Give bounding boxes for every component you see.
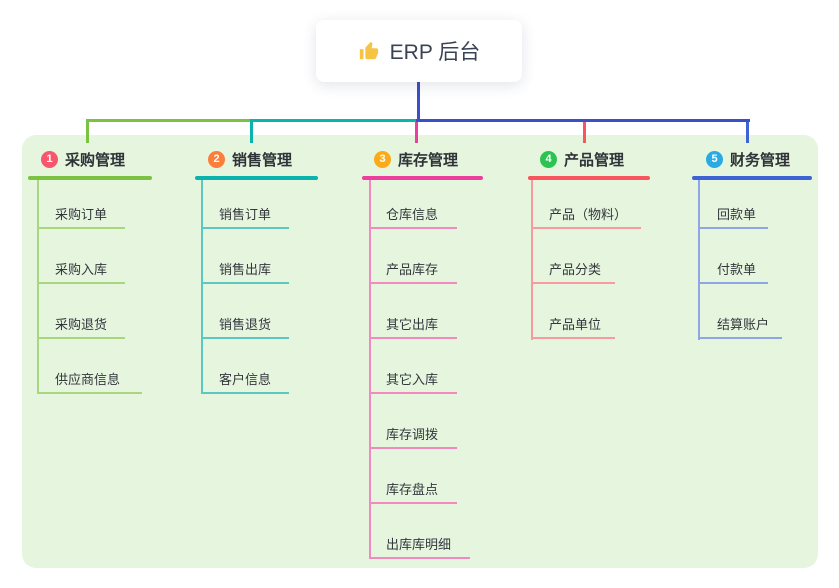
- child-underline: [201, 282, 289, 284]
- branch3-number-badge: 3: [374, 151, 391, 168]
- child-node[interactable]: 产品（物料）: [549, 207, 628, 222]
- child-node[interactable]: 出库库明细: [386, 537, 452, 552]
- child-underline: [201, 337, 289, 339]
- child-node[interactable]: 采购入库: [55, 262, 108, 277]
- drop-line-branch1: [86, 122, 89, 143]
- child-node[interactable]: 销售出库: [219, 262, 272, 277]
- child-underline: [531, 227, 641, 229]
- branch5-number-badge: 5: [706, 151, 723, 168]
- branch2-children-line: [201, 180, 203, 394]
- child-node[interactable]: 产品分类: [549, 262, 602, 277]
- root-node[interactable]: ERP 后台: [316, 20, 522, 82]
- child-underline: [37, 282, 125, 284]
- branch2-underline: [195, 176, 318, 180]
- child-node[interactable]: 回款单: [717, 207, 757, 222]
- root-title: ERP 后台: [389, 41, 481, 64]
- child-underline: [369, 557, 470, 559]
- branch1-children-line: [37, 180, 39, 394]
- child-node[interactable]: 结算账户: [717, 317, 770, 332]
- branch4-number-badge: 4: [540, 151, 557, 168]
- branch5-title[interactable]: 财务管理: [730, 152, 791, 169]
- bus-segment-branch2: [250, 119, 418, 122]
- thumbs-up-icon: [359, 41, 378, 60]
- branch3-title[interactable]: 库存管理: [398, 152, 459, 169]
- child-node[interactable]: 其它出库: [386, 317, 439, 332]
- branch5-children-line: [698, 180, 700, 340]
- drop-line-branch2: [250, 122, 253, 143]
- child-underline: [37, 392, 142, 394]
- child-underline: [369, 227, 457, 229]
- branch3-underline: [362, 176, 483, 180]
- child-node[interactable]: 产品单位: [549, 317, 602, 332]
- child-node[interactable]: 库存盘点: [386, 482, 439, 497]
- drop-line-branch4: [583, 122, 586, 143]
- child-node[interactable]: 采购退货: [55, 317, 108, 332]
- branch5-underline: [692, 176, 812, 180]
- child-underline: [531, 282, 615, 284]
- child-node[interactable]: 销售退货: [219, 317, 272, 332]
- child-underline: [369, 447, 457, 449]
- drop-line-branch5: [746, 122, 749, 143]
- child-underline: [698, 337, 782, 339]
- branch3-children-line: [369, 180, 371, 559]
- branch4-children-line: [531, 180, 533, 340]
- branch1-title[interactable]: 采购管理: [65, 152, 126, 169]
- branch2-number-badge: 2: [208, 151, 225, 168]
- branch1-number-badge: 1: [41, 151, 58, 168]
- root-connector-line: [417, 82, 420, 119]
- child-underline: [37, 337, 125, 339]
- child-node[interactable]: 库存调拨: [386, 427, 439, 442]
- child-node[interactable]: 供应商信息: [55, 372, 121, 387]
- child-underline: [201, 392, 289, 394]
- child-underline: [531, 337, 615, 339]
- child-node[interactable]: 付款单: [717, 262, 757, 277]
- child-underline: [201, 227, 289, 229]
- child-underline: [698, 282, 768, 284]
- branch4-title[interactable]: 产品管理: [564, 152, 625, 169]
- child-underline: [369, 502, 457, 504]
- child-node[interactable]: 仓库信息: [386, 207, 439, 222]
- child-underline: [369, 392, 457, 394]
- branches-panel: [22, 135, 818, 568]
- child-node[interactable]: 产品库存: [386, 262, 439, 277]
- child-underline: [698, 227, 768, 229]
- child-node[interactable]: 客户信息: [219, 372, 272, 387]
- branch1-underline: [28, 176, 152, 180]
- child-underline: [37, 227, 125, 229]
- bus-segment-right: [416, 119, 750, 122]
- child-underline: [369, 282, 457, 284]
- branch2-title[interactable]: 销售管理: [232, 152, 293, 169]
- child-node[interactable]: 销售订单: [219, 207, 272, 222]
- child-underline: [369, 337, 457, 339]
- child-node[interactable]: 其它入库: [386, 372, 439, 387]
- bus-segment-branch1: [86, 119, 252, 122]
- drop-line-branch3: [415, 122, 418, 143]
- child-node[interactable]: 采购订单: [55, 207, 108, 222]
- branch4-underline: [528, 176, 650, 180]
